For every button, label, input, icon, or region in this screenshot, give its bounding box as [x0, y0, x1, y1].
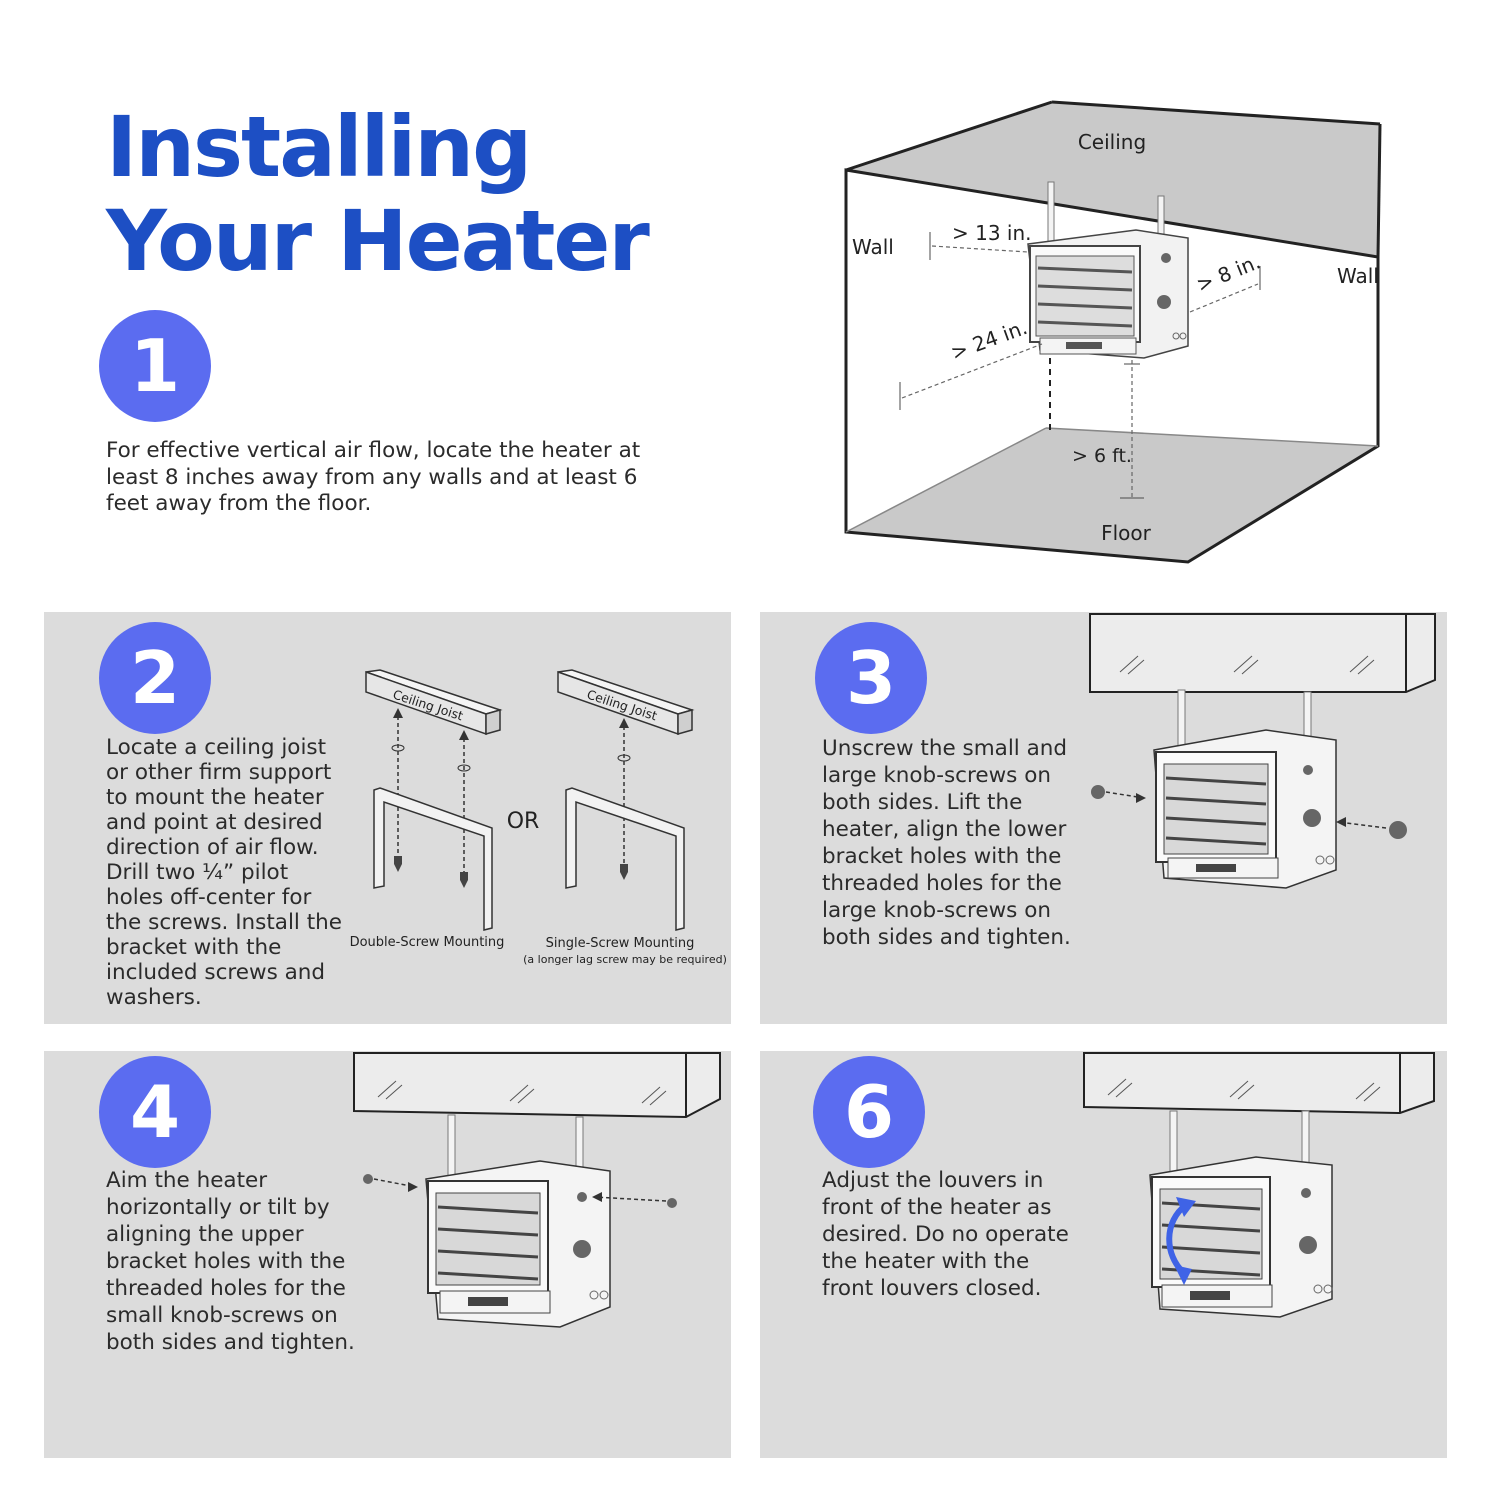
- dim-6ft-label: > 6 ft.: [1072, 445, 1132, 467]
- floor-label: Floor: [1101, 521, 1152, 545]
- ceiling-joist-right: Ceiling Joist: [557, 669, 695, 736]
- step-6-illustration: [1083, 1052, 1435, 1318]
- single-mount-caption: Single-Screw Mounting: [546, 936, 695, 951]
- double-mount-caption: Double-Screw Mounting: [350, 935, 505, 950]
- floor-plane: [846, 428, 1378, 562]
- ceiling-plane: [846, 102, 1380, 257]
- step-4-illustration: [353, 1052, 721, 1328]
- ceiling-label: Ceiling: [1078, 130, 1146, 154]
- step-3-illustration: [1089, 613, 1436, 889]
- step-2-badge: 2: [99, 622, 211, 734]
- heater-illustration: [1149, 1156, 1333, 1318]
- ceiling-joist-left: Ceiling Joist: [365, 669, 503, 736]
- wall-right-label: Wall: [1337, 264, 1379, 288]
- mounting-diagram: Ceiling Joist Double-Screw Mounting OR C…: [350, 669, 727, 966]
- wall-left-label: Wall: [852, 235, 894, 259]
- ceiling-beam: [1089, 613, 1436, 693]
- room-frame: [844, 168, 1380, 564]
- step-4-badge: 4: [99, 1056, 211, 1168]
- dim-13-label: > 13 in.: [952, 221, 1032, 245]
- heater-illustration: [1153, 729, 1337, 889]
- ceiling-beam: [1083, 1052, 1435, 1115]
- heater-illustration: [1027, 229, 1189, 359]
- step-1-text: For effective vertical air flow, locate …: [106, 438, 641, 516]
- single-mount-note: (a longer lag screw may be required): [523, 953, 727, 966]
- step-6-badge: 6: [813, 1056, 925, 1168]
- step-2-text: Locate a ceiling joist or other firm sup…: [106, 735, 343, 1010]
- or-label: OR: [507, 809, 540, 834]
- page-title: Installing Your Heater: [106, 98, 650, 290]
- ceiling-beam: [353, 1052, 721, 1119]
- step-1-badge: 1: [99, 310, 211, 422]
- bracket-single: [565, 787, 685, 931]
- title-line-1: Installing: [106, 98, 532, 196]
- hanging-rod: [1047, 181, 1055, 243]
- dim-8-label: > 8 in.: [1193, 249, 1264, 296]
- room-diagram: Ceiling Wall Wall Floor > 13 in. > 8 in.…: [844, 100, 1382, 564]
- heater-illustration: [425, 1160, 611, 1328]
- step-3-badge: 3: [815, 622, 927, 734]
- title-line-2: Your Heater: [106, 192, 650, 290]
- dim-24-label: > 24 in.: [948, 315, 1031, 365]
- step-6-text: Adjust the louvers in front of the heate…: [822, 1168, 1069, 1301]
- step-3-text: Unscrew the small and large knob-screws …: [822, 736, 1071, 950]
- step-4-text: Aim the heater horizontally or tilt by a…: [106, 1168, 355, 1355]
- bracket-double: [373, 787, 493, 931]
